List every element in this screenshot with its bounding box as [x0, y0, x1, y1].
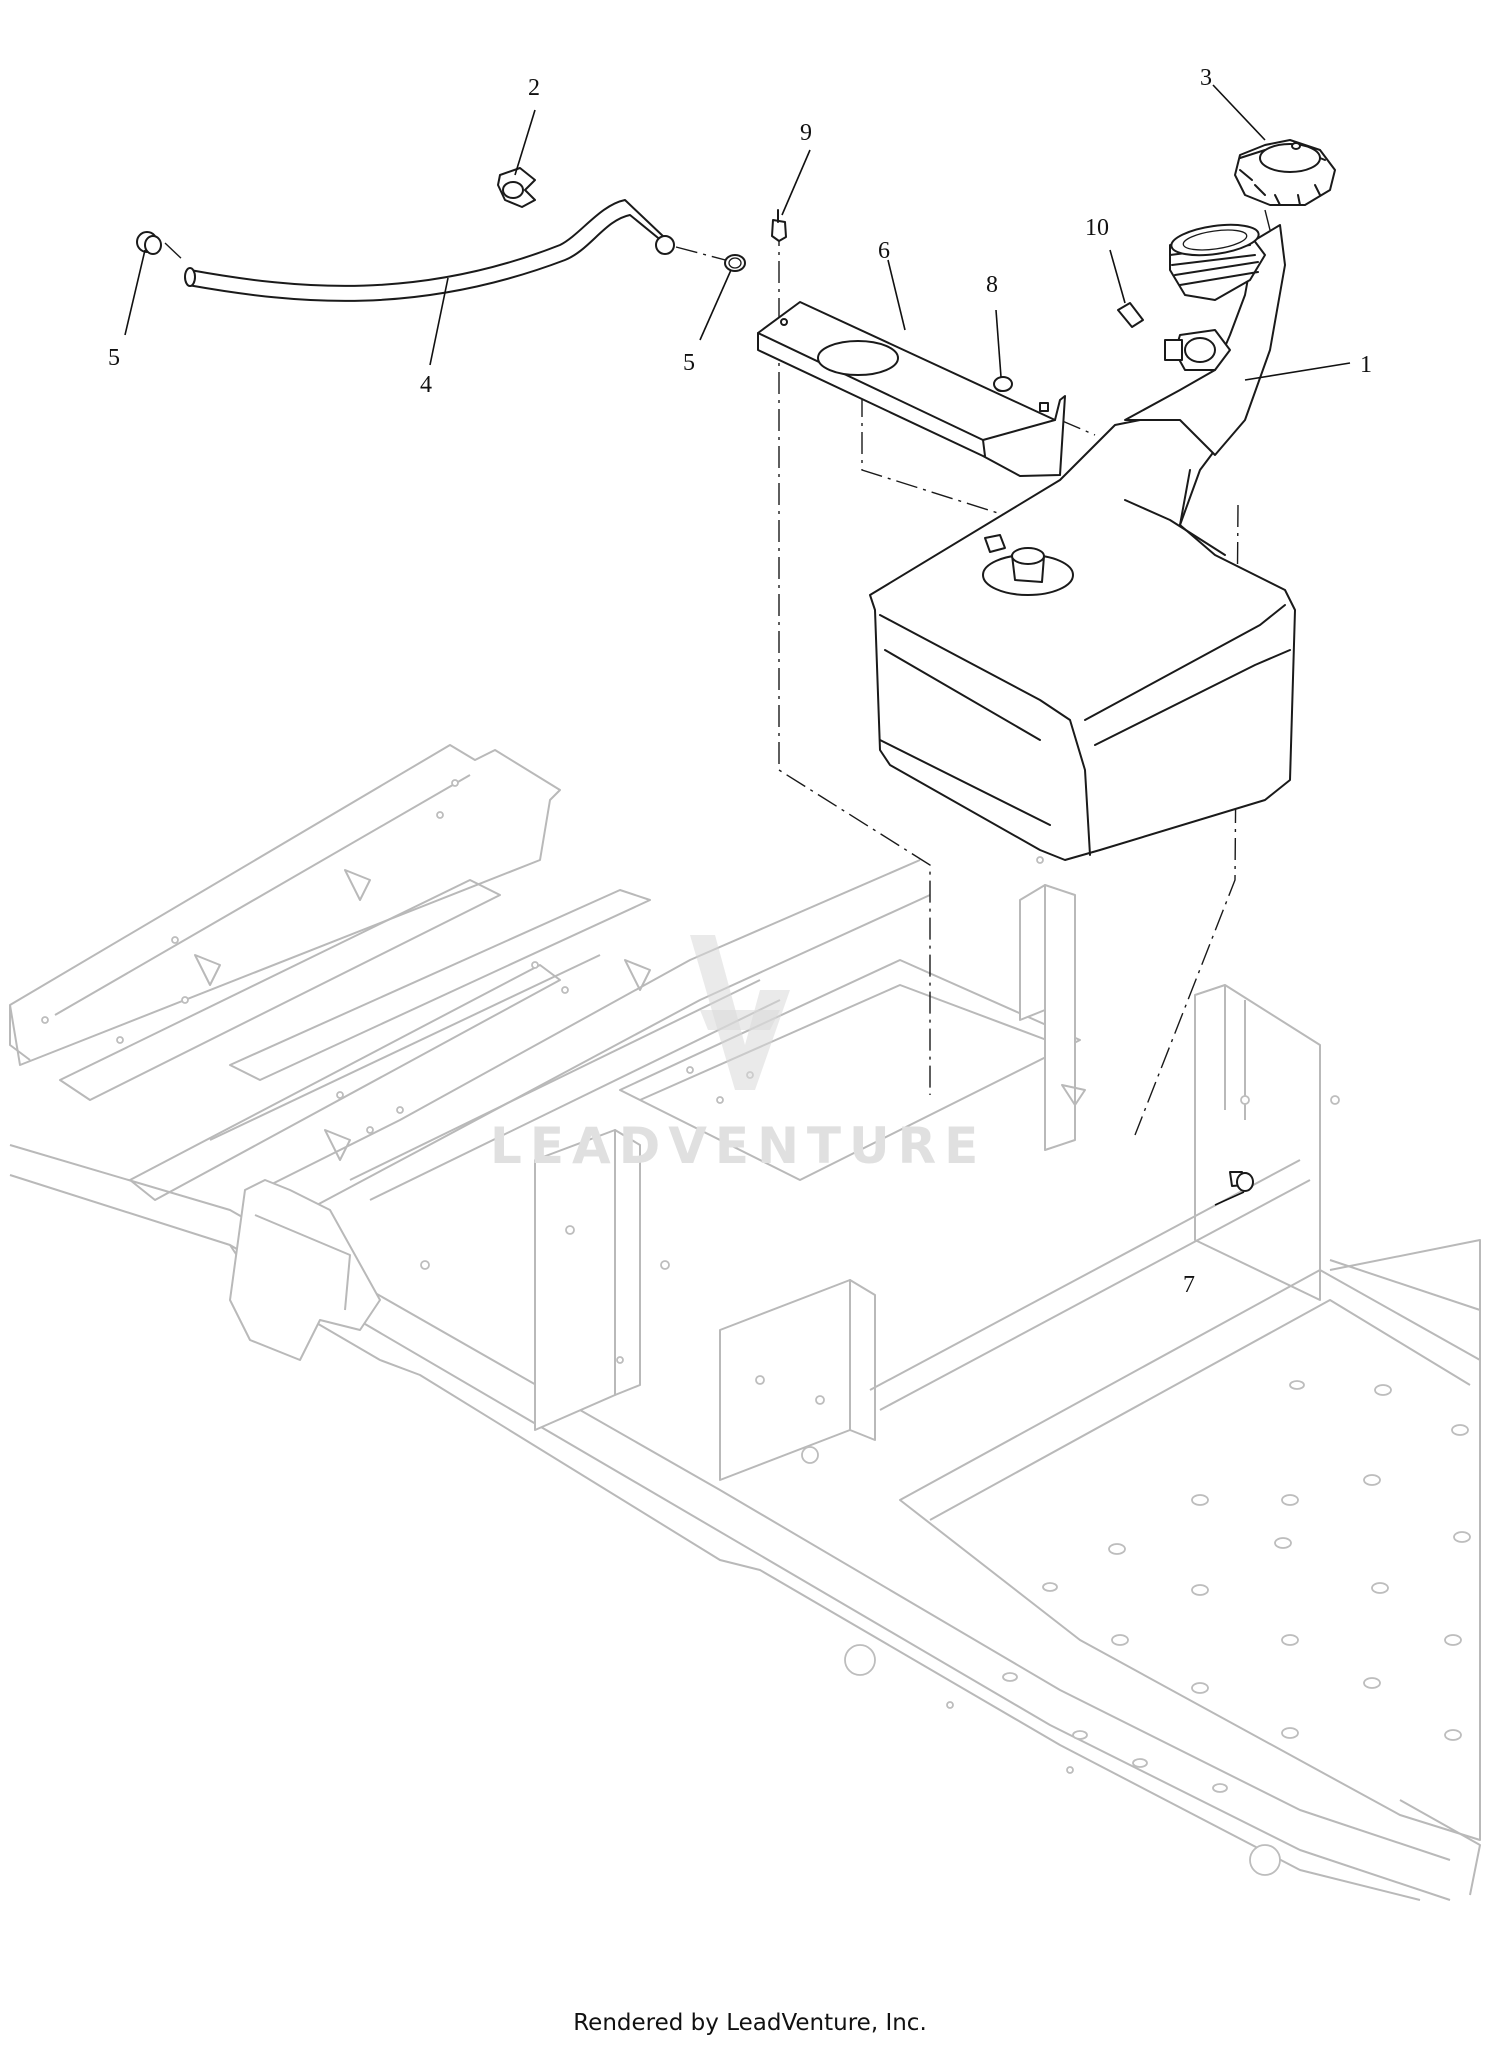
fitting-tube [1117, 302, 1144, 328]
fuel-tank [869, 223, 1296, 861]
rail-holes [41, 779, 1340, 1876]
vent-hose [184, 199, 675, 302]
fuel-cap [1234, 139, 1336, 206]
callout-3: 3 [1200, 65, 1212, 91]
hose-clip [497, 167, 536, 208]
watermark-logo: LEADVENTURE [490, 935, 986, 1175]
hose-clamp-left [136, 231, 162, 255]
callout-leaders [124, 84, 1351, 1206]
assembly-lines [164, 209, 1271, 1136]
push-pin [771, 209, 787, 242]
tank-bracket [757, 301, 1066, 477]
callout-4: 4 [420, 372, 432, 398]
plug-bolt [1229, 1171, 1254, 1192]
callout-labels: 1 2 3 4 5 5 6 7 8 9 10 [108, 65, 1372, 1298]
callout-2: 2 [528, 75, 540, 101]
callout-5-left: 5 [108, 345, 120, 371]
callout-9: 9 [800, 120, 812, 146]
chassis-frame [9, 744, 1481, 1901]
callout-5-right: 5 [683, 350, 695, 376]
callout-6: 6 [878, 238, 890, 264]
callout-7: 7 [1183, 1272, 1195, 1298]
callout-1: 1 [1360, 352, 1372, 378]
callout-8: 8 [986, 272, 998, 298]
hose-clamp-right [724, 254, 746, 272]
watermark-text: LEADVENTURE [490, 1117, 986, 1175]
callout-10: 10 [1085, 215, 1109, 241]
footer-credit: Rendered by LeadVenture, Inc. [573, 2010, 927, 2036]
deck-holes [1002, 1380, 1471, 1793]
grommet [993, 376, 1013, 392]
